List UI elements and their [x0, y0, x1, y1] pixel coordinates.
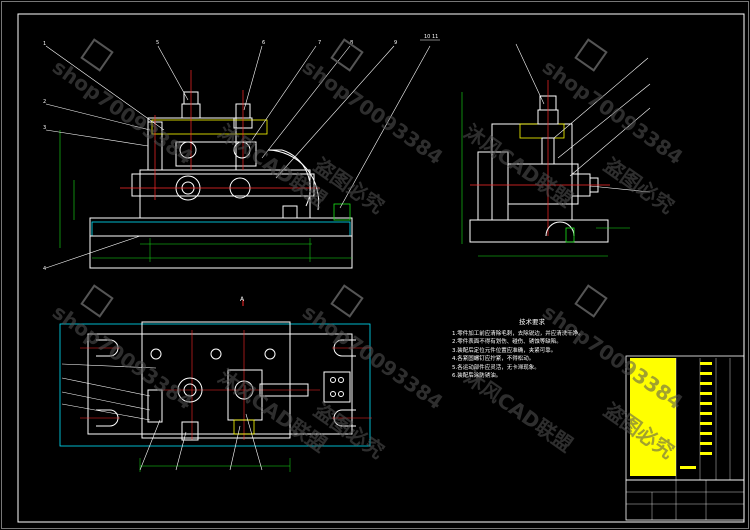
technical-requirement-item: 1.零件加工前应清除毛刺，去除锐边，并应清洗干净。	[452, 330, 584, 337]
section-mark-a: A	[240, 296, 245, 303]
svg-text:5: 5	[156, 40, 159, 46]
technical-requirement-item: 4.各紧固螺钉应拧紧，不得松动。	[452, 356, 535, 362]
svg-text:6: 6	[262, 40, 265, 46]
svg-text:4: 4	[43, 266, 46, 272]
parts-list	[625, 355, 745, 521]
technical-requirement-item: 6.装配后涂防锈油。	[452, 373, 502, 379]
watermark-logos	[80, 38, 608, 318]
svg-text:9: 9	[394, 40, 397, 46]
svg-text:8: 8	[350, 40, 353, 46]
technical-requirement-item: 5.各运动部件应灵活，无卡滞现象。	[452, 364, 540, 371]
svg-text:1: 1	[43, 41, 46, 47]
technical-requirement-item: 3.装配后定位元件位置应准确，夹紧可靠。	[452, 347, 557, 354]
top-view	[59, 300, 372, 472]
technical-requirement-item: 2.零件表面不得有划伤、碰伤、锈蚀等缺陷。	[452, 339, 562, 345]
drawing-inner-frame	[17, 13, 745, 523]
svg-text:7: 7	[318, 40, 321, 46]
technical-requirements-title: 技术要求	[519, 318, 545, 326]
svg-text:2: 2	[43, 99, 46, 105]
svg-text:3: 3	[43, 125, 46, 131]
svg-text:10 11: 10 11	[424, 34, 438, 40]
technical-requirements: 技术要求 1.零件加工前应清除毛刺，去除锐边，并应清洗干净。 2.零件表面不得有…	[452, 318, 612, 381]
side-view	[461, 43, 651, 257]
front-view: 1 2 3 4 5 6 7 8 9 10 11	[43, 34, 440, 272]
